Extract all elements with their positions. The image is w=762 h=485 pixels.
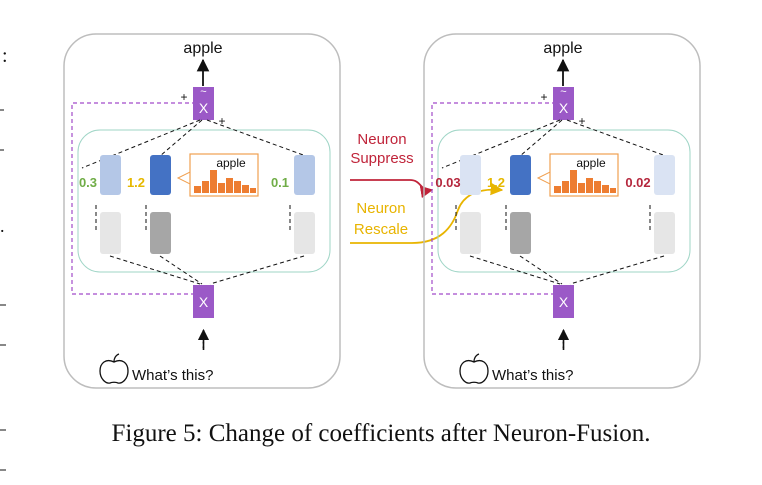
right-x-tilde-label: X — [559, 100, 569, 116]
left-inset-bars — [194, 170, 256, 193]
left-input-text: What’s this? — [132, 367, 213, 384]
right-neuron-bottom-2 — [510, 212, 531, 254]
right-inset-label: apple — [576, 156, 606, 170]
right-x-label: X — [559, 294, 569, 310]
left-neuron-top-2 — [150, 155, 171, 195]
right-inset-pointer — [536, 171, 551, 185]
left-x-tilde-label: X — [199, 100, 209, 116]
margin-marks: : . — [0, 45, 8, 471]
left-coef-1: 0.3 — [79, 175, 97, 190]
right-lower-connections — [469, 255, 665, 285]
right-panel-frame — [423, 33, 701, 389]
right-coef-3: 0.02 — [625, 175, 650, 190]
right-plus-top: + — [540, 90, 547, 104]
left-neuron-bottom-2 — [150, 212, 171, 254]
suppress-arrow-icon — [409, 179, 434, 199]
suppress-label-line2: Suppress — [350, 150, 413, 167]
left-neuron-top-3 — [294, 155, 315, 195]
left-panel-frame — [63, 33, 341, 389]
right-inset-bars — [554, 170, 616, 193]
rescale-arrow-icon — [411, 182, 504, 244]
left-inset-pointer — [176, 171, 191, 185]
apple-icon — [459, 353, 489, 384]
left-coef-3: 0.1 — [271, 175, 289, 190]
left-neuron-top-1 — [100, 155, 121, 195]
suppress-label-line1: Neuron — [357, 131, 406, 148]
right-coef-1: 0.03 — [435, 175, 460, 190]
left-vertical-connections — [95, 205, 291, 230]
right-neuron-top-3 — [654, 155, 675, 195]
left-lower-connections — [109, 255, 305, 285]
right-plus-bottom: + — [578, 114, 585, 128]
tilde-mark: ~ — [560, 86, 566, 98]
right-neuron-bottom-3 — [654, 212, 675, 254]
figure-caption: Figure 5: Change of coefficients after N… — [111, 420, 651, 447]
right-input-text: What’s this? — [492, 367, 573, 384]
svg-text:.: . — [0, 216, 5, 236]
left-coef-2: 1.2 — [127, 175, 145, 190]
left-x-label: X — [199, 294, 209, 310]
left-inner-frame — [77, 129, 331, 273]
right-residual-dashed — [431, 102, 555, 295]
right-neuron-top-2 — [510, 155, 531, 195]
left-neuron-bottom-1 — [100, 212, 121, 254]
left-residual-dashed — [71, 102, 195, 295]
right-output-word: apple — [543, 40, 582, 57]
right-coef-2: 1.2 — [487, 175, 505, 190]
left-neuron-bottom-3 — [294, 212, 315, 254]
left-plus-bottom: + — [218, 114, 225, 128]
right-x-tilde-node — [553, 87, 574, 120]
right-vertical-connections — [455, 205, 651, 230]
left-plus-top: + — [180, 90, 187, 104]
left-x-tilde-node — [193, 87, 214, 120]
right-neuron-bottom-1 — [460, 212, 481, 254]
apple-icon — [99, 353, 129, 384]
left-x-node — [193, 285, 214, 318]
right-panel: apple ~ X + + 0.03 1.2 0.0 — [423, 33, 701, 389]
left-output-word: apple — [183, 40, 222, 57]
left-panel: apple ~ X + + — [63, 33, 341, 389]
right-inner-frame — [437, 129, 691, 273]
left-inset-label: apple — [216, 156, 246, 170]
right-x-node — [553, 285, 574, 318]
rescale-label-line2: Rescale — [354, 221, 408, 238]
rescale-label-line1: Neuron — [356, 200, 405, 217]
right-neuron-top-1 — [460, 155, 481, 195]
svg-text::: : — [2, 45, 8, 67]
middle-annotations: Neuron Suppress Neuron Rescale — [350, 131, 504, 244]
tilde-mark: ~ — [200, 86, 206, 98]
